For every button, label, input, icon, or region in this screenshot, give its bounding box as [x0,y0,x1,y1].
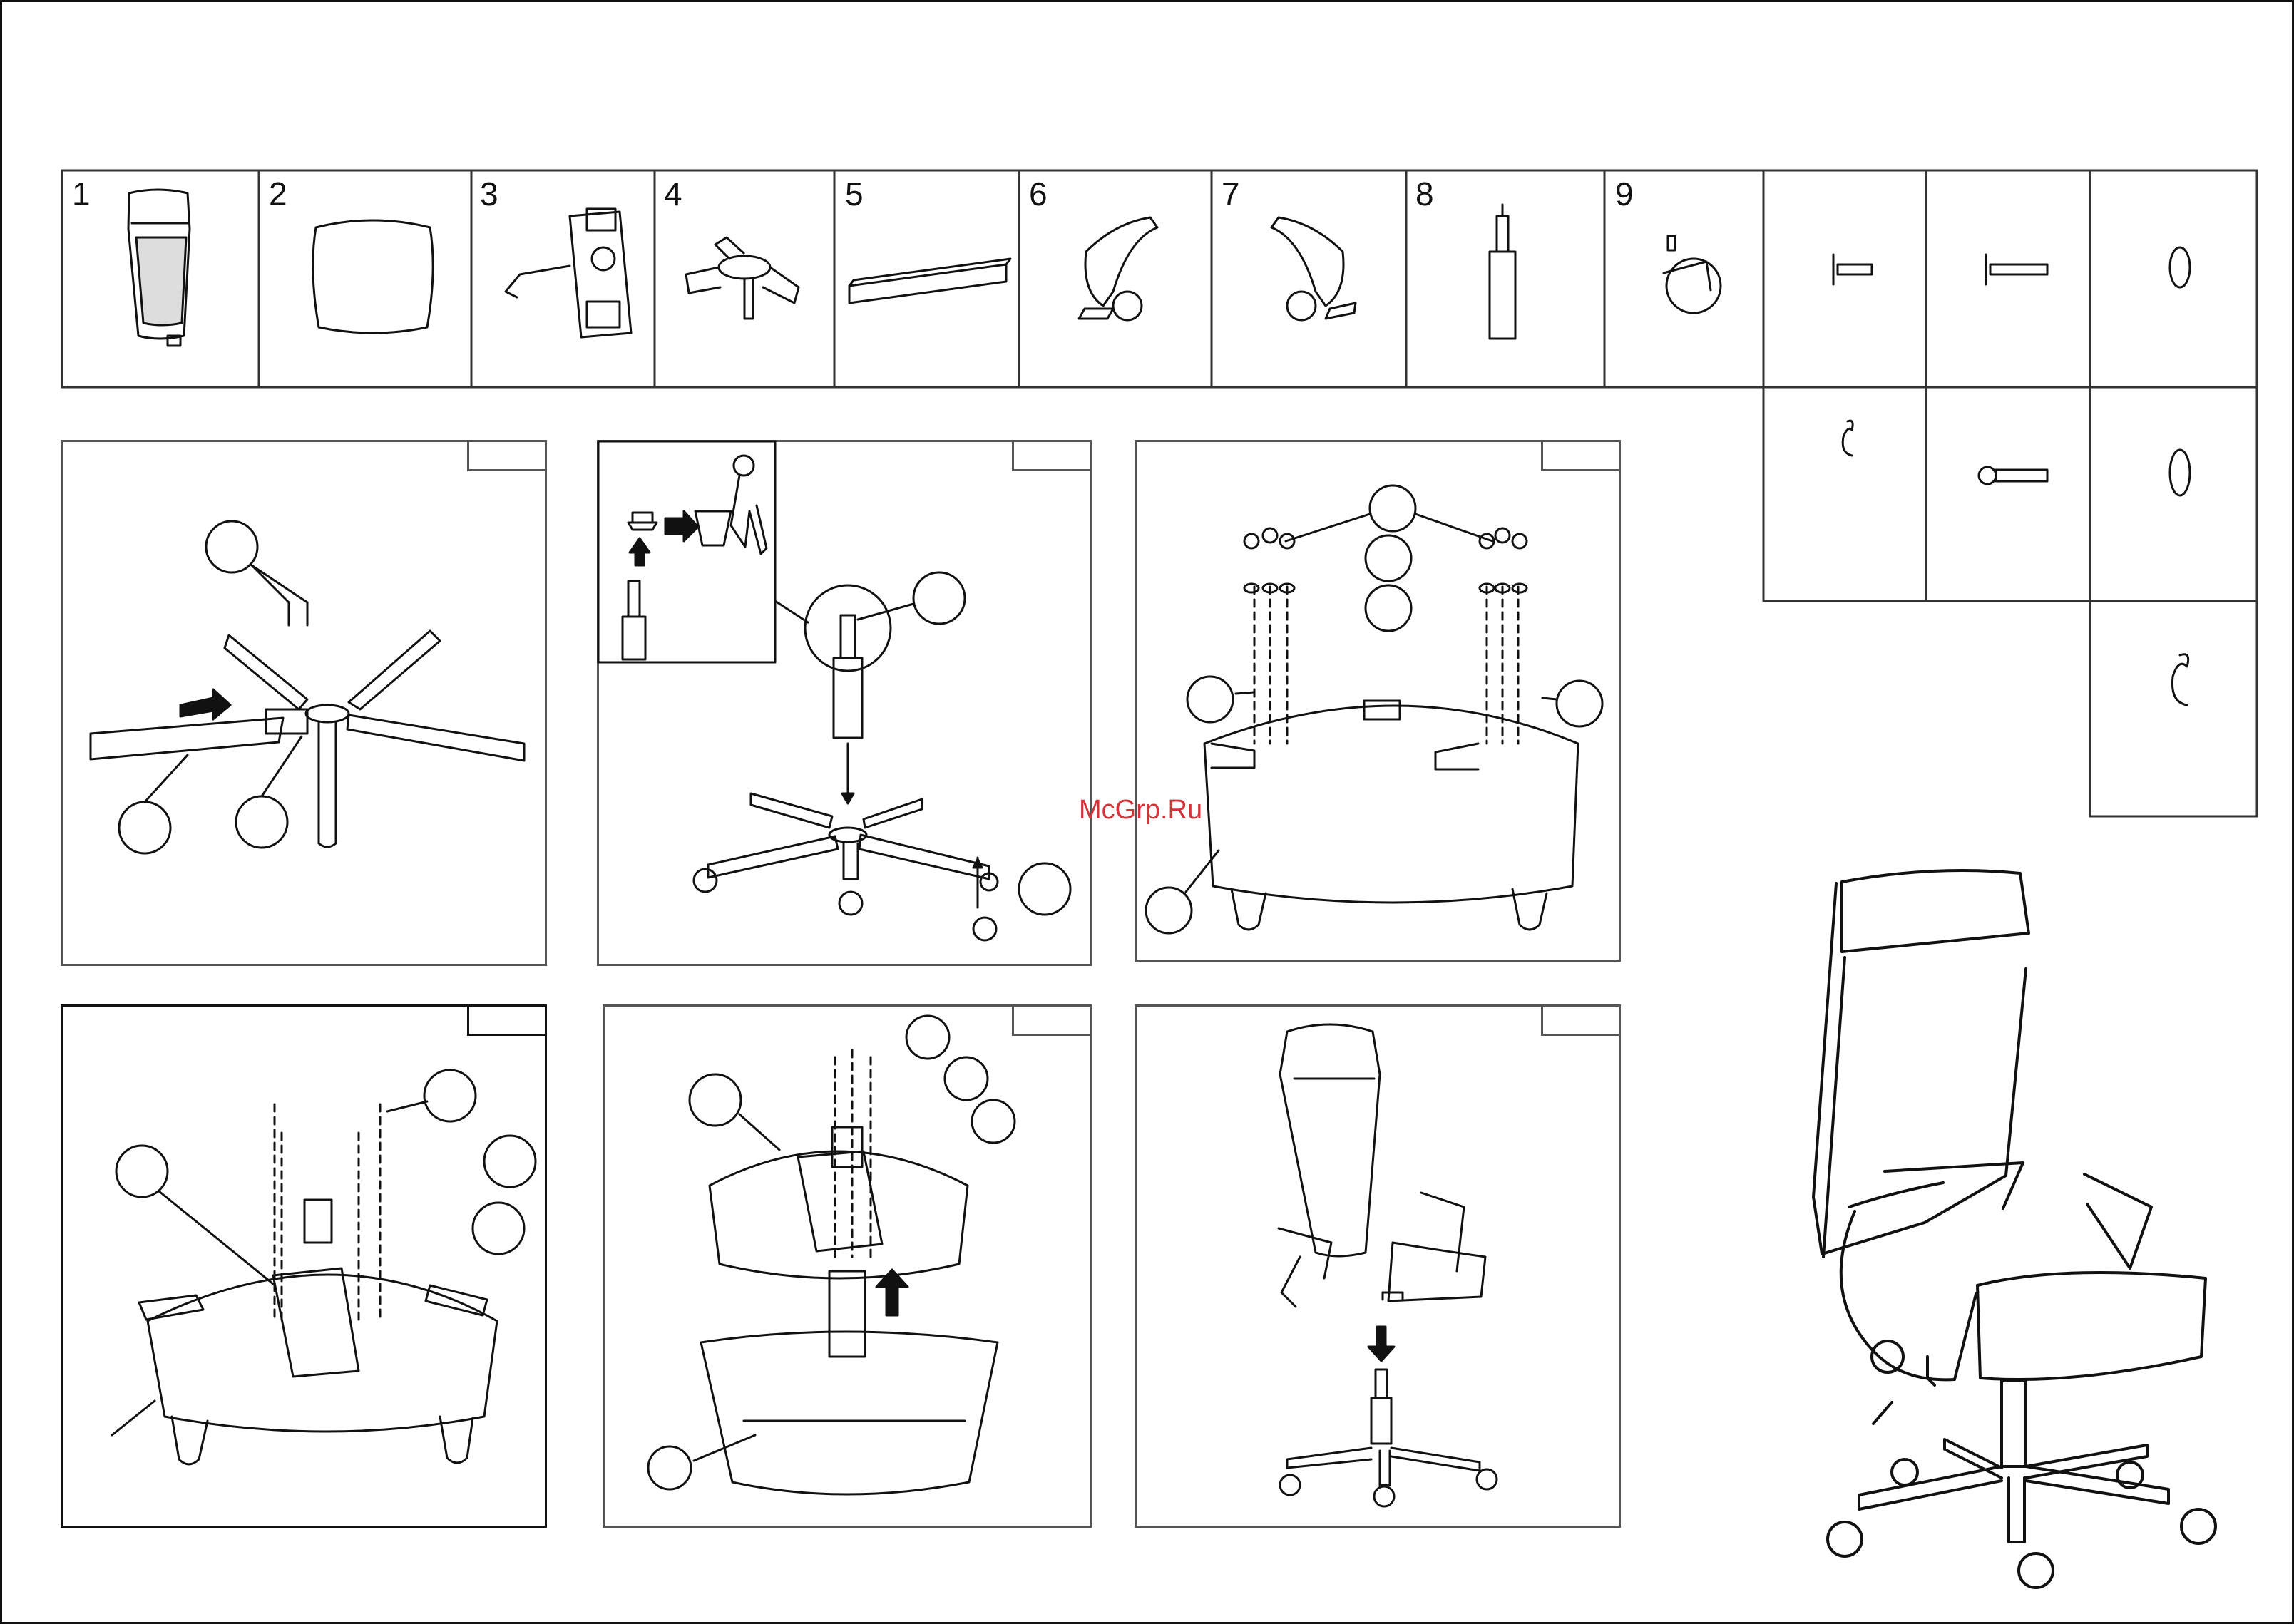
assembled-chair-icon [1813,870,2216,1588]
gas-lift-insert-icon [598,441,1070,940]
watermark-text: McGrp.Ru [1079,795,1202,826]
armrest-mount-icon [1146,485,1602,933]
backrest-mount-icon [648,1016,1015,1494]
base-assembly-icon [91,521,524,853]
mechanism-mount-icon [112,1070,536,1464]
seat-on-base-icon [1279,1024,1497,1506]
